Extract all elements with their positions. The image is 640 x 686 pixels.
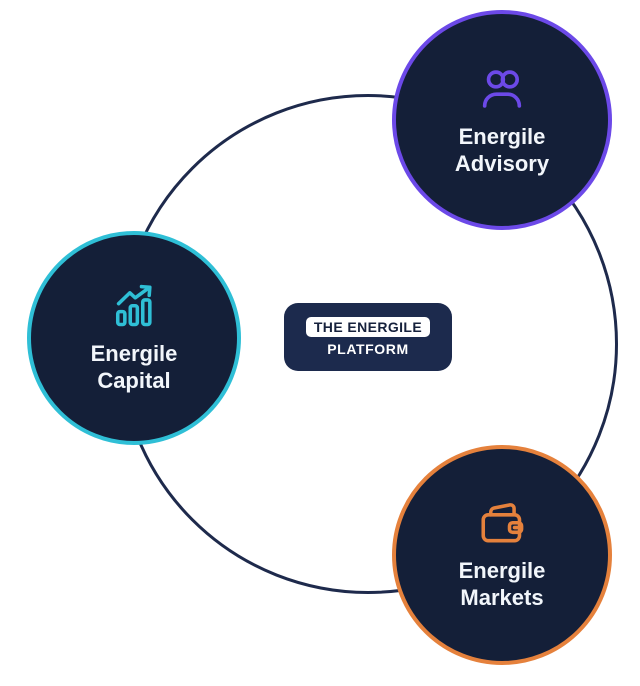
node-energile-advisory: Energile Advisory	[392, 10, 612, 230]
node-label-advisory: Energile Advisory	[454, 123, 550, 176]
users-icon	[476, 63, 528, 115]
node-label-capital: Energile Capital	[90, 340, 178, 393]
wallet-icon	[477, 499, 527, 549]
node-energile-capital: Energile Capital	[27, 231, 241, 445]
node-energile-markets: Energile Markets	[392, 445, 612, 665]
node-label-markets: Energile Markets	[458, 557, 546, 610]
platform-title-badge: THE ENERGILE PLATFORM	[284, 303, 452, 371]
platform-title-line2: PLATFORM	[327, 341, 409, 357]
bar-chart-growth-icon	[109, 282, 159, 332]
platform-title-line1: THE ENERGILE	[305, 317, 431, 337]
